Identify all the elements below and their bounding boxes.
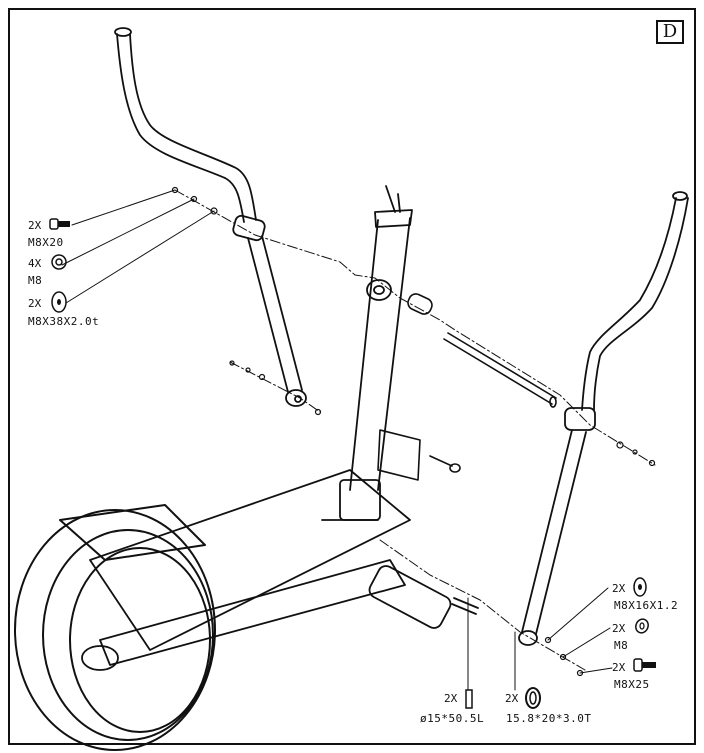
callout-name: M8X25 (614, 678, 650, 691)
callout-qty: 2X (444, 692, 458, 705)
frame-bracket (377, 429, 461, 481)
center-post (321, 185, 413, 521)
handlebar-axle (407, 293, 557, 408)
callout-name: M8 (28, 274, 43, 287)
bushing-icon (525, 687, 541, 709)
callout-name: M8X16X1.2 (614, 599, 679, 612)
washer-icon (633, 577, 647, 597)
callout-qty: 2X (505, 692, 519, 705)
callout-name: M8 (614, 639, 629, 652)
leader-lines (61, 189, 613, 691)
callout-qty: 4X (28, 257, 42, 270)
bolt-icon (49, 218, 70, 230)
washer-icon (51, 291, 67, 313)
right-pivot-bolts (544, 441, 656, 677)
callout-name: 15.8*20*3.0T (506, 712, 592, 725)
nut-icon (51, 254, 67, 270)
axle-pin-icon (465, 689, 473, 709)
left-handlebar (114, 27, 307, 407)
step-label: D (656, 20, 684, 44)
bolt-icon (633, 658, 656, 672)
callout-qty: 2X (612, 622, 626, 635)
callout-qty: 2X (28, 219, 42, 232)
flywheel-cover (14, 504, 216, 751)
callout-name: ø15*50.5L (420, 712, 485, 725)
nut-icon (635, 618, 649, 634)
left-pivot-bolts (171, 186, 322, 416)
base-frame (81, 469, 479, 671)
callout-qty: 2X (612, 582, 626, 595)
callout-qty: 2X (28, 297, 42, 310)
callout-qty: 2X (612, 661, 626, 674)
callout-name: M8X20 (28, 236, 64, 249)
right-handlebar (518, 191, 689, 646)
callout-name: M8X38X2.0t (28, 315, 100, 328)
diagram-frame: D (8, 8, 696, 745)
